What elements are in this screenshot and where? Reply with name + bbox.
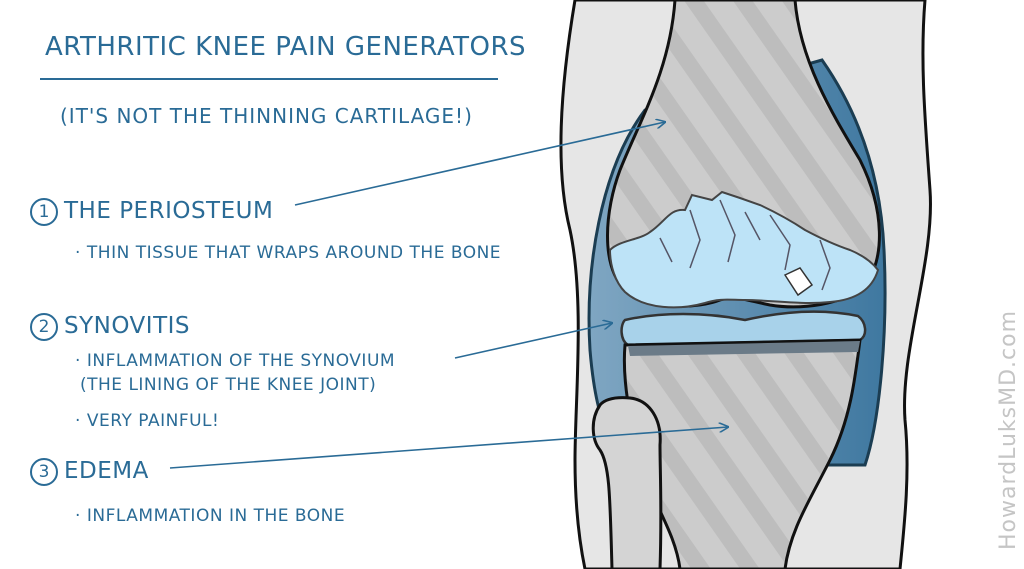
title-underline [40,78,498,80]
page-title: ARTHRITIC KNEE PAIN GENERATORS [45,32,527,62]
periosteum-arrow [294,122,665,206]
femoral-cartilage [608,190,880,309]
heading-text: THE PERIOSTEUM [64,198,274,224]
synovitis-detail-2: (THE LINING OF THE KNEE JOINT) [80,375,377,395]
edema-arrow [169,427,728,469]
number-badge: 1 [30,197,58,226]
synovitis-detail-1: INFLAMMATION OF THE SYNOVIUM [75,350,395,372]
heading-text: EDEMA [64,458,149,484]
synovitis-detail-3: VERY PAINFUL! [75,410,219,432]
cartilage-defect [783,267,814,297]
meniscus [620,310,867,347]
tibial-plateau [628,341,860,356]
cartilage-cracks [659,199,831,291]
edema-detail: INFLAMMATION IN THE BONE [75,505,345,527]
synovitis-arrow [454,323,612,359]
heading-text: SYNOVITIS [64,313,191,339]
watermark: HowardLuksMD.com [996,309,1021,550]
fibula [591,396,663,569]
subtitle: (IT'S NOT THE THINNING CARTILAGE!) [60,104,473,128]
periosteum-detail: THIN TISSUE THAT WRAPS AROUND THE BONE [75,242,501,264]
number-badge: 3 [30,457,58,486]
number-badge: 2 [30,312,58,341]
